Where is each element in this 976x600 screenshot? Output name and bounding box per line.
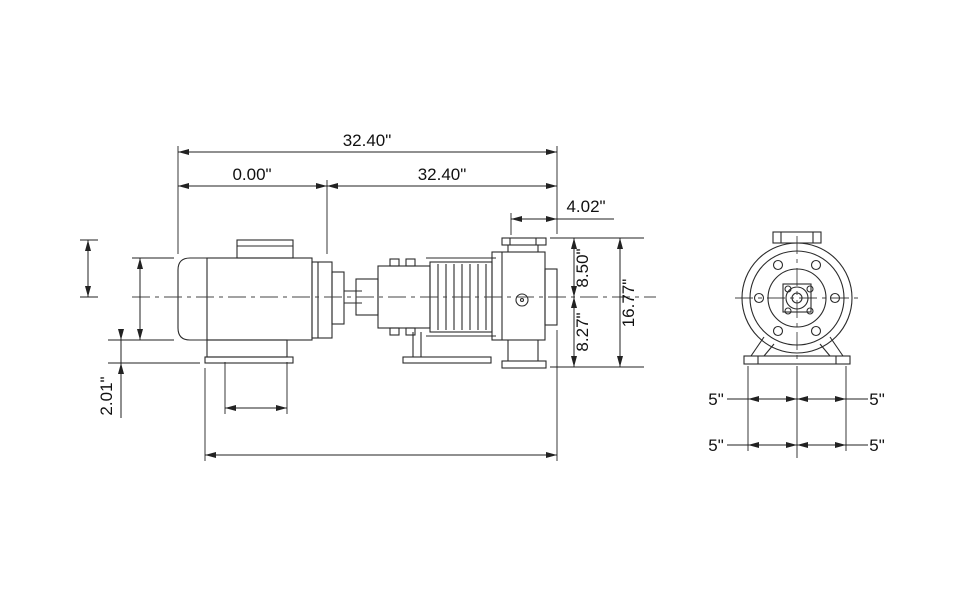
dimension-lines: [85, 149, 868, 458]
dim-label-port-offset: 4.02": [566, 197, 605, 216]
side-view: [177, 237, 558, 369]
dim-label-end-row1-right: 5": [869, 390, 885, 409]
casing-circles: [741, 242, 853, 354]
dim-label-total-height: 16.77": [619, 279, 638, 328]
extension-lines: [80, 146, 847, 461]
motor-terminal-box: [236, 239, 294, 259]
dim-label-overall-top: 32.40": [343, 131, 392, 150]
motor-feet: [204, 339, 294, 364]
dimension-labels: 32.40" 0.00" 32.40" 4.02" 8.50" 8.27" 16…: [97, 131, 885, 455]
discharge-head: [491, 237, 558, 369]
end-view: [741, 231, 853, 365]
dim-label-end-row2-left: 5": [708, 436, 724, 455]
dim-label-sub-right: 32.40": [418, 165, 467, 184]
dim-label-end-row2-right: 5": [869, 436, 885, 455]
dim-label-upper-height: 8.50": [573, 248, 592, 287]
pump-support-foot: [402, 332, 492, 364]
dim-label-base-height: 2.01": [97, 376, 116, 415]
dim-label-sub-left: 0.00": [232, 165, 271, 184]
centerlines: [132, 236, 859, 360]
motor-body: [177, 257, 333, 341]
top-port-flange: [772, 231, 822, 244]
flange-bolt-holes: [753, 259, 841, 337]
shaft-seal-gland: [782, 283, 814, 315]
support-legs-and-base: [743, 336, 851, 365]
dim-label-lower-height: 8.27": [573, 312, 592, 351]
dim-label-end-row1-left: 5": [708, 390, 724, 409]
